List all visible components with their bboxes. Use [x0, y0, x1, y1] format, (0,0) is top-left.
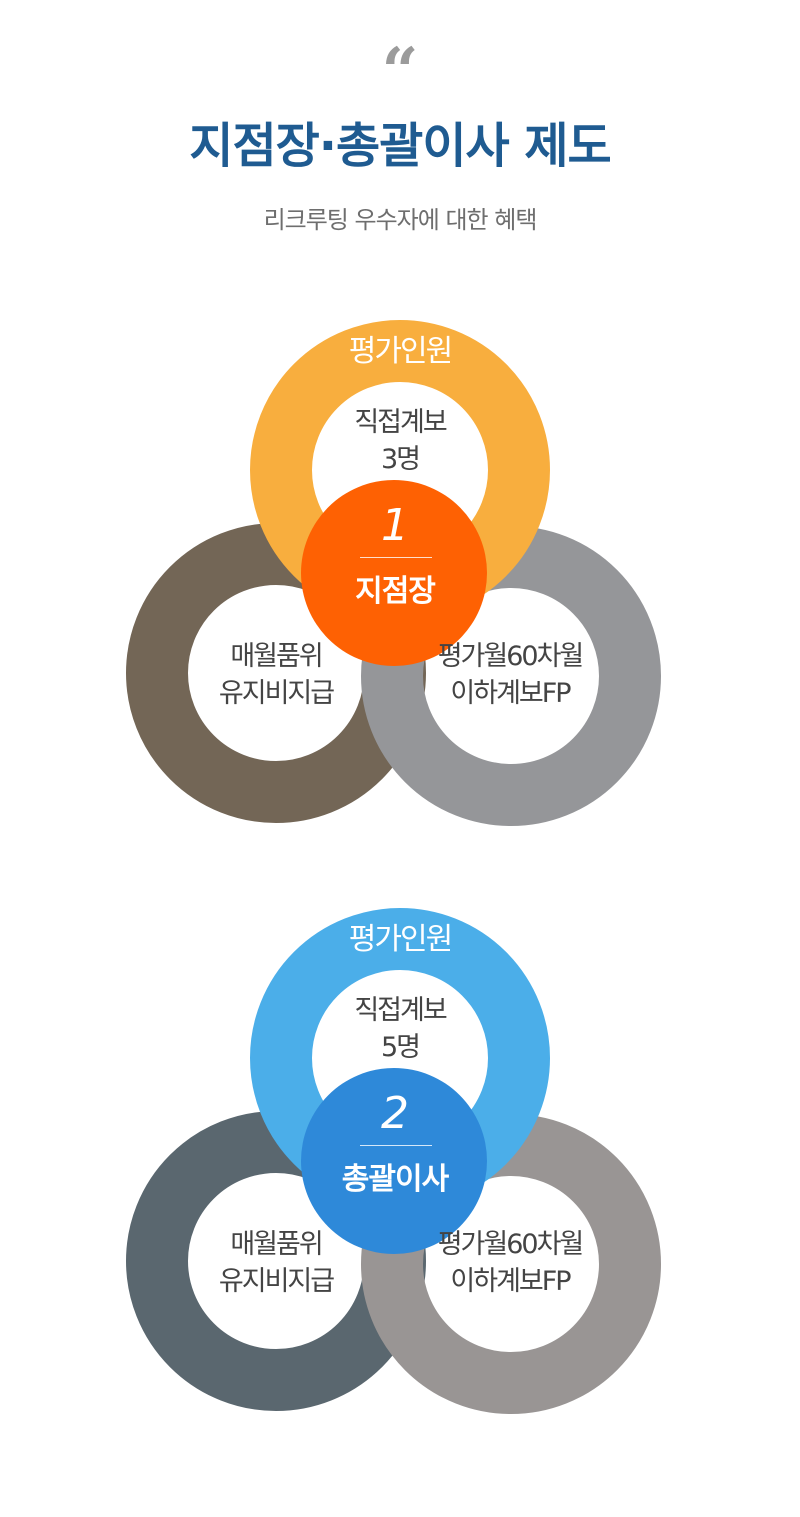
- center-label: 지점장: [355, 574, 436, 609]
- center-number: 2: [381, 1088, 409, 1139]
- right-inner-line-1: 평가월60차월: [437, 1229, 585, 1260]
- left-inner-line-2: 유지비지급: [218, 1266, 335, 1297]
- left-inner-text: 매월품위 유지비지급: [186, 1226, 366, 1300]
- left-inner-line-2: 유지비지급: [218, 678, 335, 709]
- top-inner-text: 직접계보 3명: [310, 404, 490, 478]
- quote-mark-icon: “: [381, 34, 419, 109]
- left-inner-text: 매월품위 유지비지급: [186, 638, 366, 712]
- top-inner-line-1: 직접계보: [354, 995, 447, 1026]
- center-divider: [360, 557, 432, 558]
- venn-diagram-2-graphic: [126, 908, 661, 1414]
- right-inner-text: 평가월60차월 이하계보FP: [420, 1226, 600, 1300]
- page-title: 지점장·총괄이사 제도: [189, 118, 611, 174]
- left-inner-line-1: 매월품위: [230, 641, 323, 672]
- top-ring-title: 평가인원: [348, 334, 453, 369]
- venn-diagram-1-graphic: [126, 320, 661, 826]
- left-inner-line-1: 매월품위: [230, 1229, 323, 1260]
- page-subtitle: 리크루팅 우수자에 대한 혜택: [263, 206, 538, 234]
- center-circle: [301, 480, 487, 666]
- top-inner-text: 직접계보 5명: [310, 992, 490, 1066]
- top-inner-line-2: 3명: [380, 444, 421, 475]
- venn-diagram-1: 평가인원 직접계보 3명 매월품위 유지비지급 평가월60차월 이하계보FP 1…: [0, 320, 800, 840]
- right-inner-line-2: 이하계보FP: [450, 678, 571, 709]
- top-inner-line-2: 5명: [380, 1032, 421, 1063]
- center-divider: [360, 1145, 432, 1146]
- top-inner-line-1: 직접계보: [354, 407, 447, 438]
- top-ring-title: 평가인원: [348, 922, 453, 957]
- center-label: 총괄이사: [341, 1162, 449, 1197]
- center-number: 1: [381, 500, 409, 551]
- right-inner-text: 평가월60차월 이하계보FP: [420, 638, 600, 712]
- center-circle: [301, 1068, 487, 1254]
- right-inner-line-2: 이하계보FP: [450, 1266, 571, 1297]
- venn-diagram-2: 평가인원 직접계보 5명 매월품위 유지비지급 평가월60차월 이하계보FP 2…: [0, 908, 800, 1428]
- right-inner-line-1: 평가월60차월: [437, 641, 585, 672]
